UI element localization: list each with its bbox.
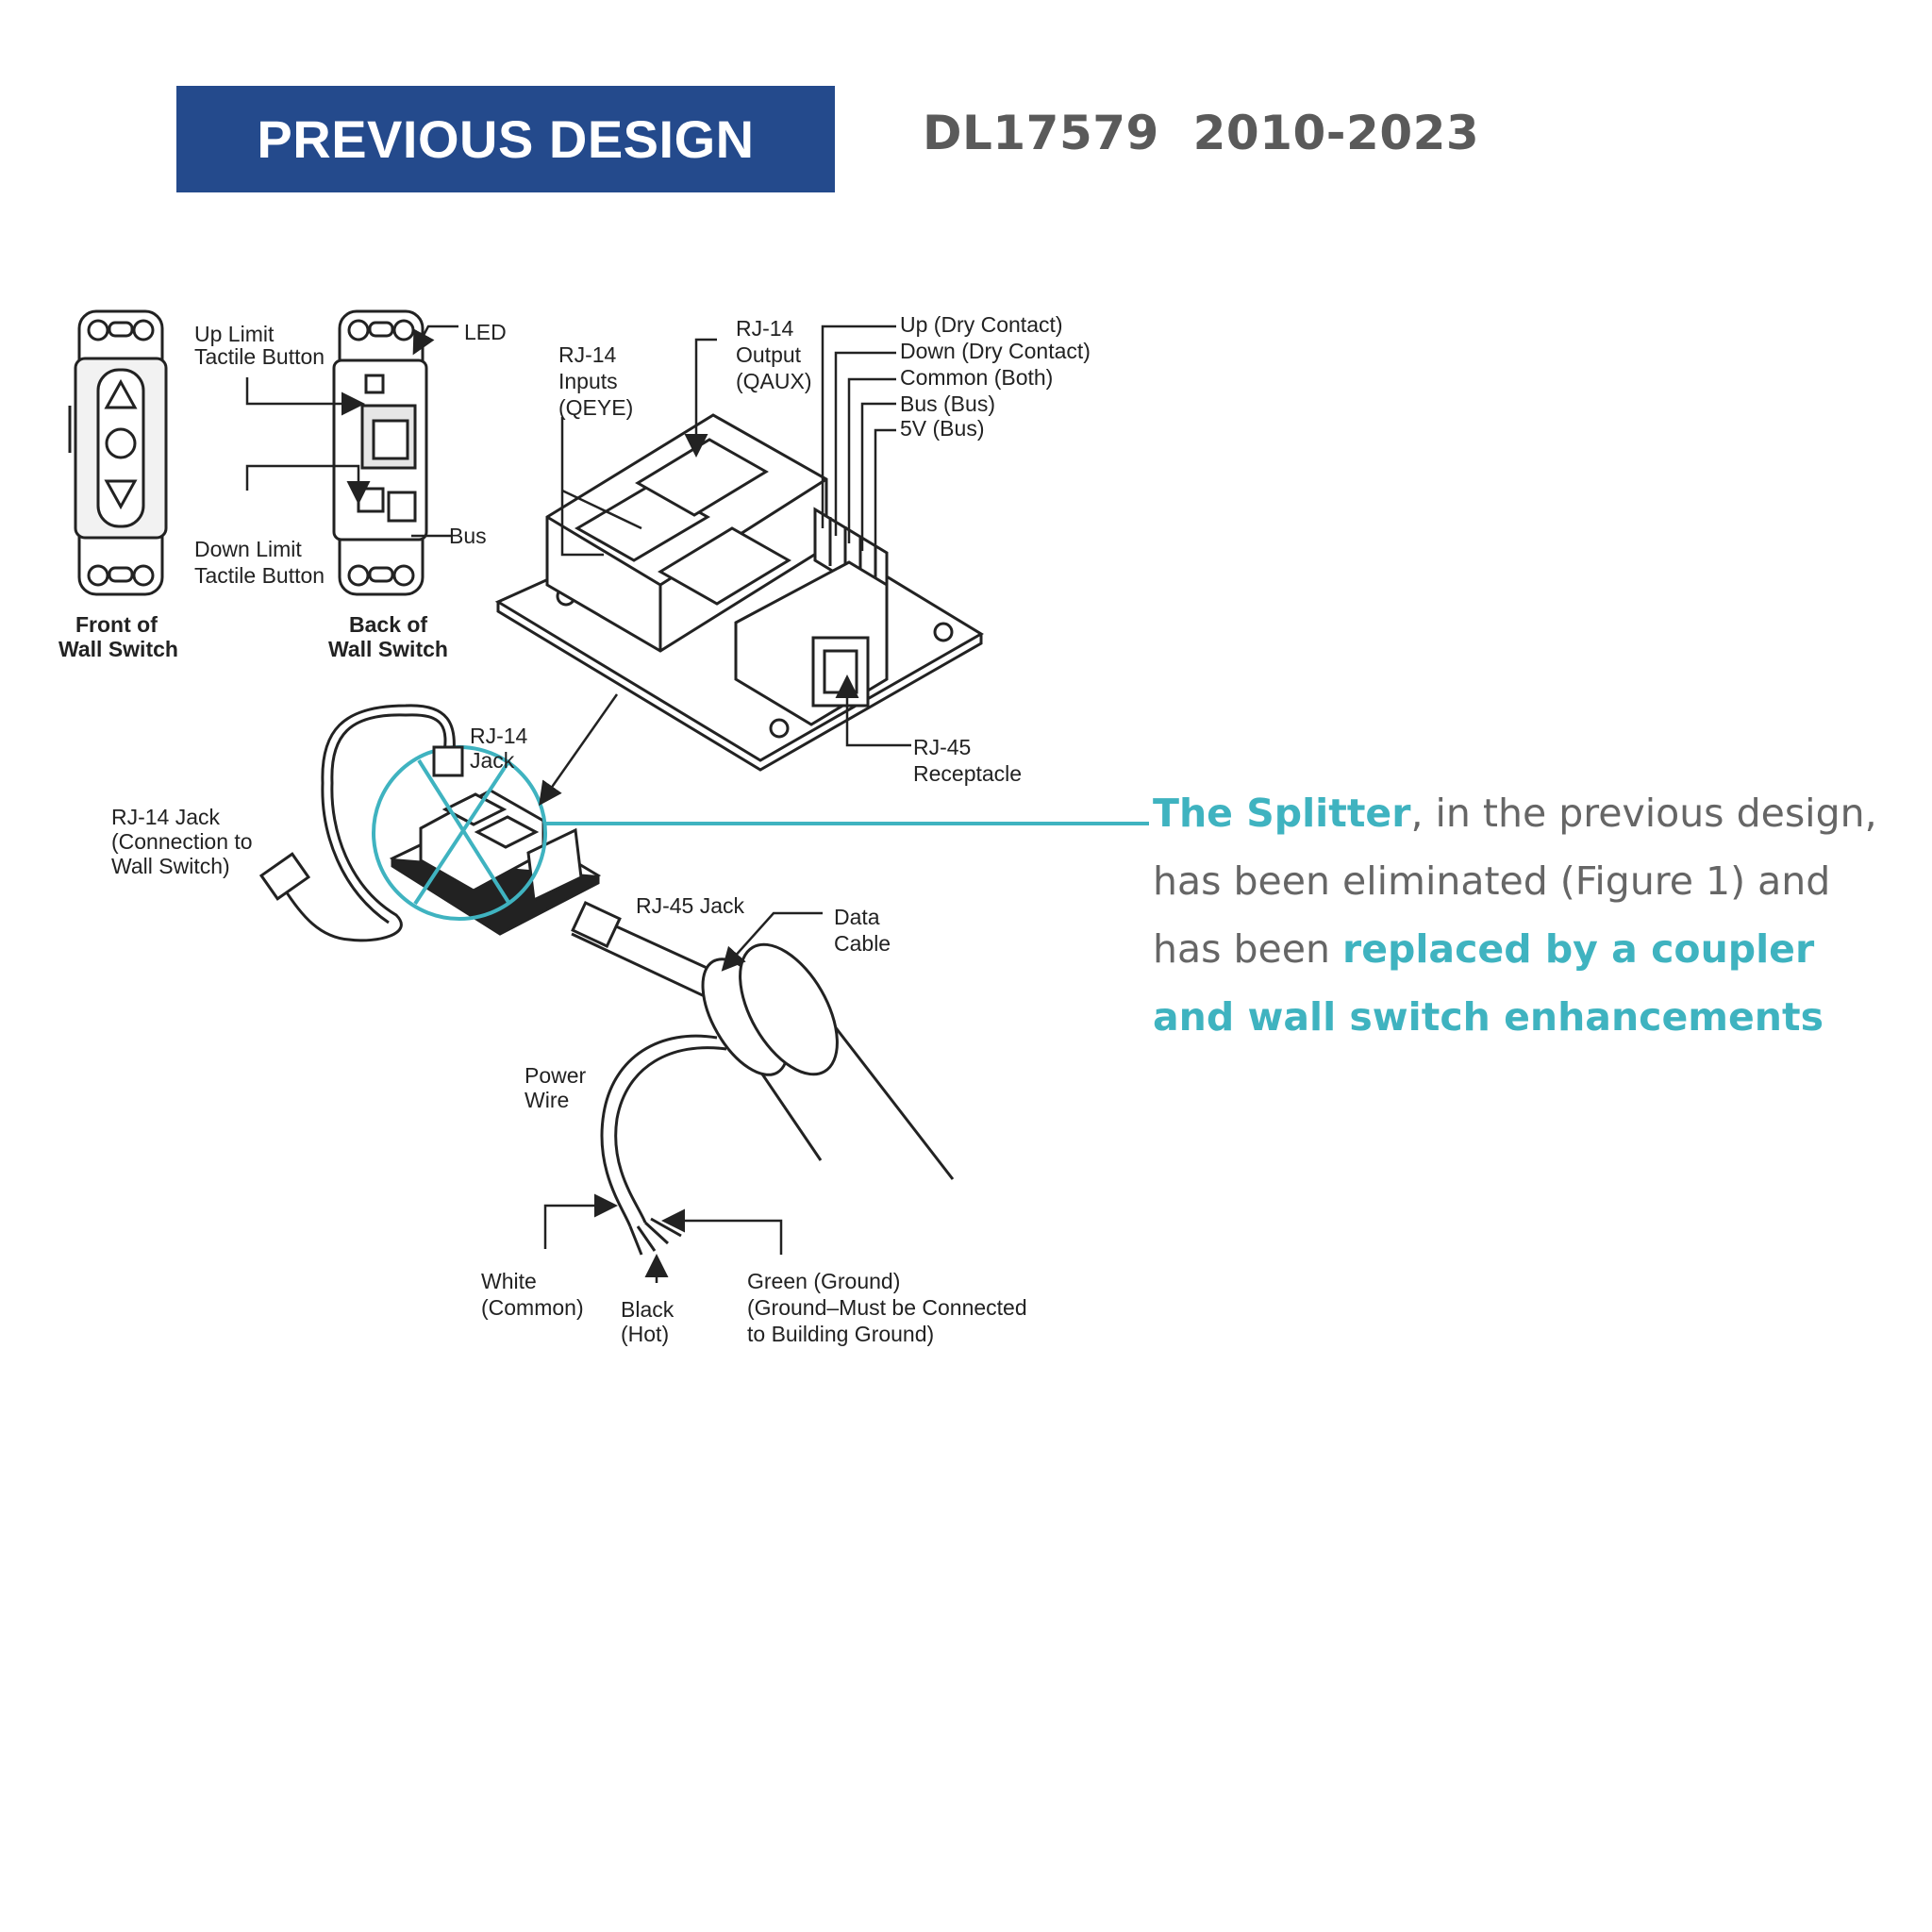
wall-switch-front <box>68 309 168 596</box>
label-bus: Bus <box>449 524 487 548</box>
note-emphasis: replaced by a coupler and wall switch en… <box>1153 926 1824 1040</box>
document-id: DL17579 2010-2023 <box>923 106 1480 160</box>
label-rj14-jack-2: Jack <box>470 748 515 773</box>
label-rj14-in-2: Inputs <box>558 369 618 393</box>
label-power-1: Power <box>525 1063 587 1088</box>
label-front-2: Wall Switch <box>58 637 178 661</box>
leader-lines <box>245 325 911 1283</box>
label-rj14-in-3: (QEYE) <box>558 395 633 420</box>
label-green-1: Green (Ground) <box>747 1269 900 1293</box>
note-text: , in the previous design, has been elimi… <box>1153 791 1877 972</box>
label-green-3: to Building Ground) <box>747 1322 934 1346</box>
label-up-limit-2: Tactile Button <box>194 344 325 369</box>
splitter-board <box>494 413 984 772</box>
previous-design-banner: PREVIOUS DESIGN <box>176 86 835 192</box>
label-led: LED <box>464 320 507 344</box>
wall-switch-back <box>332 309 428 596</box>
rj14-cable <box>258 704 464 942</box>
motor-tube <box>571 901 955 1256</box>
label-rj14-conn-2: (Connection to <box>111 829 253 854</box>
label-rj14-conn-3: Wall Switch) <box>111 854 230 878</box>
note-lead: The Splitter <box>1153 791 1411 836</box>
label-green-2: (Ground–Must be Connected <box>747 1295 1027 1320</box>
label-down-limit-2: Tactile Button <box>194 563 325 588</box>
eliminated-cross-mark <box>372 745 547 921</box>
label-rj14-out-1: RJ-14 <box>736 316 794 341</box>
label-data-cable-2: Cable <box>834 931 891 956</box>
label-back-2: Wall Switch <box>328 637 448 661</box>
label-black-2: (Hot) <box>621 1322 669 1346</box>
label-rj14-in-1: RJ-14 <box>558 342 617 367</box>
label-data-cable-1: Data <box>834 905 880 929</box>
label-pin-up: Up (Dry Contact) <box>900 312 1063 337</box>
label-up-limit-1: Up Limit <box>194 322 275 346</box>
label-rj14-jack-1: RJ-14 <box>470 724 528 748</box>
banner-title: PREVIOUS DESIGN <box>257 109 755 169</box>
label-pin-bus: Bus (Bus) <box>900 391 995 416</box>
diagram-labels: Up Limit Tactile Button LED Down Limit T… <box>58 312 1091 1346</box>
label-pin-common: Common (Both) <box>900 365 1053 390</box>
label-pin-down: Down (Dry Contact) <box>900 339 1091 363</box>
label-rj14-conn-1: RJ-14 Jack <box>111 805 221 829</box>
label-rj45-rec-1: RJ-45 <box>913 735 971 759</box>
label-rj14-out-3: (QAUX) <box>736 369 812 393</box>
label-white-1: White <box>481 1269 537 1293</box>
label-rj14-out-2: Output <box>736 342 802 367</box>
label-black-1: Black <box>621 1297 675 1322</box>
label-rj45-jack: RJ-45 Jack <box>636 893 745 918</box>
splitter-small <box>389 789 602 936</box>
label-power-2: Wire <box>525 1088 569 1112</box>
splitter-note: The Splitter, in the previous design, ha… <box>1153 779 1907 1051</box>
label-back-1: Back of <box>349 612 427 637</box>
label-pin-5v: 5V (Bus) <box>900 416 984 441</box>
label-white-2: (Common) <box>481 1295 584 1320</box>
label-down-limit-1: Down Limit <box>194 537 302 561</box>
label-rj45-rec-2: Receptacle <box>913 761 1022 786</box>
label-front-1: Front of <box>75 612 158 637</box>
